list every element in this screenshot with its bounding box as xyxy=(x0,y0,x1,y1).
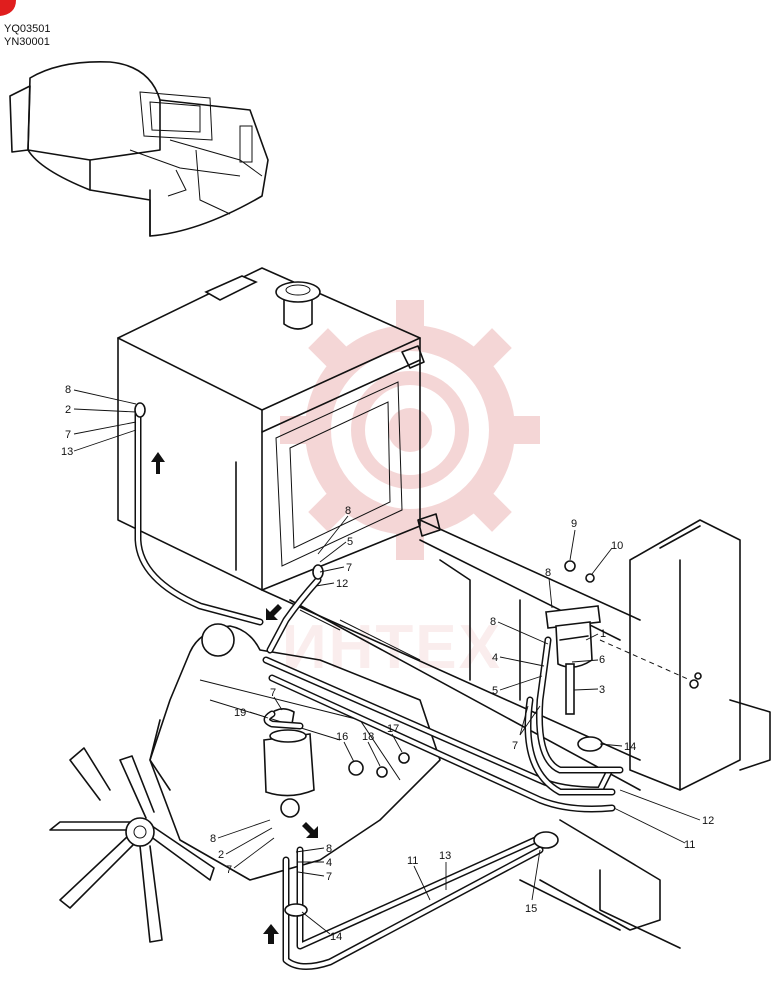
callout-15: 15 xyxy=(525,903,537,915)
leader-lines xyxy=(73,389,701,935)
callout-12: 12 xyxy=(336,578,348,590)
filler-cap xyxy=(275,281,321,330)
callout-11: 11 xyxy=(407,855,418,867)
machine-overview xyxy=(9,61,269,237)
callout-6: 6 xyxy=(599,654,605,666)
callout-8: 8 xyxy=(545,567,551,579)
model-code-1: YQ03501 xyxy=(4,23,50,35)
fuel-tank xyxy=(117,267,441,591)
cooling-fan xyxy=(49,747,215,943)
callout-16: 16 xyxy=(336,731,348,743)
callout-11: 11 xyxy=(684,839,695,851)
callout-2: 2 xyxy=(65,404,71,416)
callout-8: 8 xyxy=(490,616,496,628)
engine xyxy=(149,609,441,881)
callout-18: 18 xyxy=(362,731,374,743)
callout-10: 10 xyxy=(611,540,623,552)
watermark: ИНТЕХ xyxy=(280,300,540,682)
callout-8: 8 xyxy=(326,843,332,855)
fuel-hoses xyxy=(134,408,624,970)
corner-marker xyxy=(0,0,16,16)
callout-7: 7 xyxy=(65,429,71,441)
callout-4: 4 xyxy=(326,857,332,869)
frame-rails xyxy=(261,519,681,949)
callout-7: 7 xyxy=(226,864,232,876)
flow-arrow-down-left-icon xyxy=(266,604,282,620)
callout-7: 7 xyxy=(326,871,332,883)
callout-17: 17 xyxy=(387,723,399,735)
callout-14: 14 xyxy=(330,931,342,943)
fuel-filter xyxy=(545,560,601,715)
callout-1: 1 xyxy=(600,628,606,640)
callout-19: 19 xyxy=(234,707,246,719)
callouts: 8 2 7 13 8 5 7 12 9 10 8 1 8 6 4 3 5 7 1… xyxy=(61,384,714,943)
callout-9: 9 xyxy=(571,518,577,530)
hydraulic-tank xyxy=(599,519,771,791)
flow-arrows xyxy=(151,452,318,944)
flow-arrow-up-left-icon xyxy=(151,452,165,474)
watermark-text: ИНТЕХ xyxy=(282,613,502,682)
callout-7: 7 xyxy=(346,562,352,574)
watermark-gear-icon xyxy=(280,300,540,560)
callout-8: 8 xyxy=(65,384,71,396)
flow-arrow-right-icon xyxy=(302,822,318,838)
callout-12: 12 xyxy=(702,815,714,827)
callout-13: 13 xyxy=(61,446,73,458)
callout-7: 7 xyxy=(270,687,276,699)
model-code-2: YN30001 xyxy=(4,36,50,48)
callout-5: 5 xyxy=(347,536,353,548)
callout-13: 13 xyxy=(439,850,451,862)
callout-3: 3 xyxy=(599,684,605,696)
callout-8: 8 xyxy=(210,833,216,845)
callout-2: 2 xyxy=(218,849,224,861)
flow-arrow-up-bottom-icon xyxy=(263,924,279,944)
fuel-pump xyxy=(263,708,315,818)
callout-4: 4 xyxy=(492,652,498,664)
callout-5: 5 xyxy=(492,685,498,697)
callout-7: 7 xyxy=(512,740,518,752)
hose-clamps xyxy=(134,402,603,917)
callout-14: 14 xyxy=(624,741,636,753)
callout-8: 8 xyxy=(345,505,351,517)
